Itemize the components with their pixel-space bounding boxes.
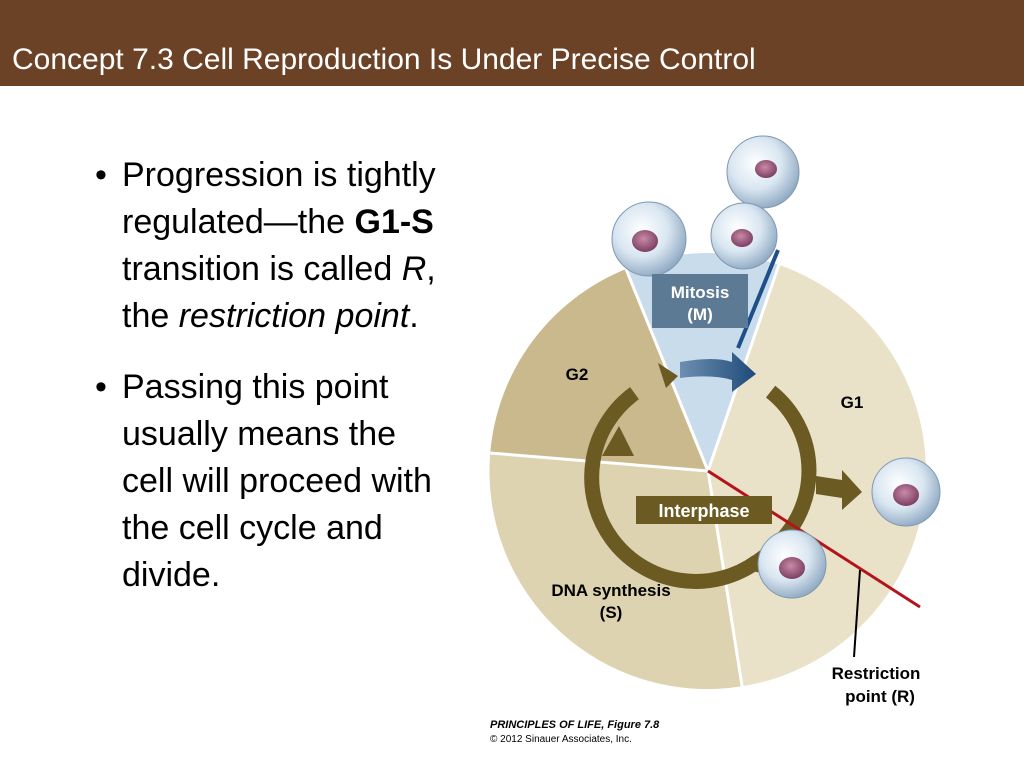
bullet-italic-r: R <box>401 250 427 288</box>
daughter-cell-left <box>611 201 687 277</box>
bullet-text-part: Progression is tightly regulated—the <box>122 156 436 241</box>
mitosis-arrow <box>680 352 756 392</box>
mitosis-label-box <box>652 274 748 328</box>
g2-label: G2 <box>566 365 589 384</box>
bullet-text-part: , the <box>122 250 436 335</box>
s-phase-label-abbrev: (S) <box>600 603 623 622</box>
bullet-text-part: transition is called <box>122 250 402 288</box>
bullet-text-part: . <box>409 297 419 335</box>
figure-credit-copyright: © 2012 Sinauer Associates, Inc. <box>490 734 632 745</box>
bullet-item-restriction: Progression is tightly regulated—the G1-… <box>95 152 455 340</box>
slide-title: Concept 7.3 Cell Reproduction Is Under P… <box>12 43 756 76</box>
cell-cycle-diagram: Mitosis (M) G2 G1 Interphase DNA synthes… <box>489 135 941 706</box>
interphase-label-box <box>636 496 772 524</box>
g0-cell <box>871 457 941 527</box>
g1-label: G1 <box>841 393 864 412</box>
bullet-bold-term: G1-S <box>354 203 434 241</box>
bullet-italic-term: restriction point <box>178 297 410 335</box>
g2-phase-sector <box>490 269 708 471</box>
interphase-label: Interphase <box>658 501 749 521</box>
figure-credit-title: PRINCIPLES OF LIFE, Figure 7.8 <box>490 719 660 731</box>
mitosis-label-abbrev: (M) <box>687 305 712 324</box>
mitosis-boundary-line <box>736 249 780 349</box>
exit-arrow <box>816 470 862 510</box>
title-bar: Concept 7.3 Cell Reproduction Is Under P… <box>0 0 1024 86</box>
cell-cycle-figure: Mitosis (M) G2 G1 Interphase DNA synthes… <box>480 130 1024 760</box>
restriction-pointer-line <box>853 569 861 658</box>
bullet-list: Progression is tightly regulated—the G1-… <box>95 152 455 623</box>
mitosis-label: Mitosis <box>671 283 730 302</box>
restriction-point-label: Restriction <box>832 664 921 683</box>
interphase-arrowhead-top <box>658 363 678 388</box>
s-phase-sector <box>489 453 743 690</box>
restriction-point-label-abbrev: point (R) <box>845 687 915 706</box>
interphase-arrowhead-g2 <box>602 426 634 456</box>
dividing-cell <box>710 135 800 270</box>
bullet-item-passing: Passing this point usually means the cel… <box>95 364 455 599</box>
restriction-cell <box>757 529 827 599</box>
s-phase-label: DNA synthesis <box>551 581 670 600</box>
bullet-text: Passing this point usually means the cel… <box>122 368 432 594</box>
